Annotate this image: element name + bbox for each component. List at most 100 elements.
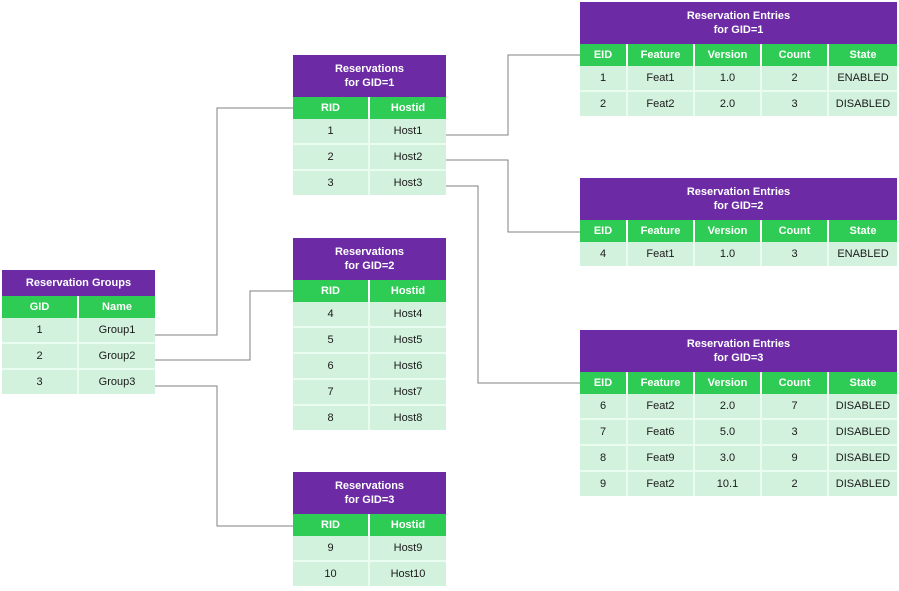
table-row: 5 Host5 (293, 328, 446, 354)
host1-to-entries-gid1 (446, 54, 580, 136)
column-header-hostid: Hostid (390, 285, 426, 297)
cell-feature: Feat9 (628, 446, 695, 470)
cell-feature: Feat2 (628, 92, 695, 116)
caption-line: for GID=1 (344, 77, 395, 89)
table-row: 3 Host3 (293, 171, 446, 195)
cell-feature: Feat2 (628, 394, 695, 418)
table-row: 6 Host6 (293, 354, 446, 380)
cell-rid: 8 (293, 406, 370, 430)
host2-to-entries-gid2 (446, 159, 580, 233)
table-row: 4 Host4 (293, 302, 446, 328)
group3-to-reservations-gid3 (155, 385, 293, 527)
table-header-row: RID Hostid (293, 97, 446, 119)
table-row: 2 Group2 (2, 344, 155, 370)
cell-name: Group1 (98, 324, 136, 336)
table-row: 10 Host10 (293, 562, 446, 586)
cell-hostid: Host7 (393, 386, 423, 398)
caption-line: for GID=1 (713, 24, 764, 36)
column-header-eid: EID (580, 44, 628, 66)
table-row: 1 Host1 (293, 119, 446, 145)
caption-line: for GID=3 (344, 494, 395, 506)
cell-rid: 9 (293, 536, 370, 560)
caption-line: Reservations (334, 63, 405, 75)
cell-version: 5.0 (695, 420, 762, 444)
cell-hostid: Host9 (393, 542, 423, 554)
cell-eid: 2 (580, 92, 628, 116)
table-header-row: EID Feature Version Count State (580, 372, 897, 394)
cell-count: 2 (762, 66, 829, 90)
column-header-count: Count (762, 220, 829, 242)
table-entries-gid3: Reservation Entries for GID=3 EID Featur… (580, 330, 897, 496)
column-header-rid: RID (293, 280, 370, 302)
table-caption: Reservations for GID=3 (293, 472, 446, 514)
cell-rid: 10 (293, 562, 370, 586)
column-header-state: State (849, 225, 877, 237)
cell-count: 3 (762, 92, 829, 116)
table-header-row: EID Feature Version Count State (580, 220, 897, 242)
table-reservations-gid3: Reservations for GID=3 RID Hostid 9 Host… (293, 472, 446, 586)
table-caption: Reservation Groups (2, 270, 155, 296)
table-row: 9 Host9 (293, 536, 446, 562)
table-row: 6 Feat2 2.0 7 DISABLED (580, 394, 897, 420)
cell-state: DISABLED (835, 426, 891, 438)
cell-state: DISABLED (835, 478, 891, 490)
caption-line: for GID=2 (713, 200, 764, 212)
cell-state: DISABLED (835, 98, 891, 110)
cell-feature: Feat1 (628, 66, 695, 90)
cell-hostid: Host3 (393, 177, 423, 189)
column-header-state: State (849, 49, 877, 61)
cell-rid: 2 (293, 145, 370, 169)
cell-count: 2 (762, 472, 829, 496)
caption-line: Reservations (334, 246, 405, 258)
caption-line: Reservation Entries (686, 10, 791, 22)
table-row: 2 Host2 (293, 145, 446, 171)
table-caption: Reservations for GID=2 (293, 238, 446, 280)
table-header-row: EID Feature Version Count State (580, 44, 897, 66)
column-header-name: Name (102, 301, 132, 313)
cell-hostid: Host10 (390, 568, 426, 580)
cell-hostid: Host6 (393, 360, 423, 372)
table-reservations-gid1: Reservations for GID=1 RID Hostid 1 Host… (293, 55, 446, 195)
cell-state: DISABLED (835, 452, 891, 464)
cell-hostid: Host4 (393, 308, 423, 320)
table-header-row: RID Hostid (293, 514, 446, 536)
cell-count: 9 (762, 446, 829, 470)
cell-eid: 8 (580, 446, 628, 470)
cell-hostid: Host5 (393, 334, 423, 346)
caption-line: Reservation Entries (686, 186, 791, 198)
column-header-feature: Feature (628, 372, 695, 394)
column-header-version: Version (695, 44, 762, 66)
table-header-row: GID Name (2, 296, 155, 318)
cell-gid: 2 (2, 344, 79, 368)
table-caption: Reservations for GID=1 (293, 55, 446, 97)
column-header-hostid: Hostid (390, 519, 426, 531)
column-header-count: Count (762, 372, 829, 394)
column-header-eid: EID (580, 372, 628, 394)
column-header-feature: Feature (628, 220, 695, 242)
cell-hostid: Host8 (393, 412, 423, 424)
cell-eid: 4 (580, 242, 628, 266)
table-caption: Reservation Entries for GID=1 (580, 2, 897, 44)
table-entries-gid1: Reservation Entries for GID=1 EID Featur… (580, 2, 897, 116)
table-row: 4 Feat1 1.0 3 ENABLED (580, 242, 897, 266)
column-header-version: Version (695, 372, 762, 394)
cell-eid: 7 (580, 420, 628, 444)
cell-state: ENABLED (837, 72, 889, 84)
cell-state: ENABLED (837, 248, 889, 260)
cell-feature: Feat1 (628, 242, 695, 266)
table-caption: Reservation Entries for GID=3 (580, 330, 897, 372)
host3-to-entries-gid3 (446, 185, 580, 384)
column-header-feature: Feature (628, 44, 695, 66)
cell-eid: 9 (580, 472, 628, 496)
cell-rid: 4 (293, 302, 370, 326)
column-header-rid: RID (293, 514, 370, 536)
table-row: 1 Group1 (2, 318, 155, 344)
cell-state: DISABLED (835, 400, 891, 412)
cell-version: 2.0 (695, 92, 762, 116)
caption-line: Reservation Entries (686, 338, 791, 350)
cell-feature: Feat6 (628, 420, 695, 444)
cell-count: 3 (762, 242, 829, 266)
table-reservations-gid2: Reservations for GID=2 RID Hostid 4 Host… (293, 238, 446, 430)
cell-rid: 3 (293, 171, 370, 195)
